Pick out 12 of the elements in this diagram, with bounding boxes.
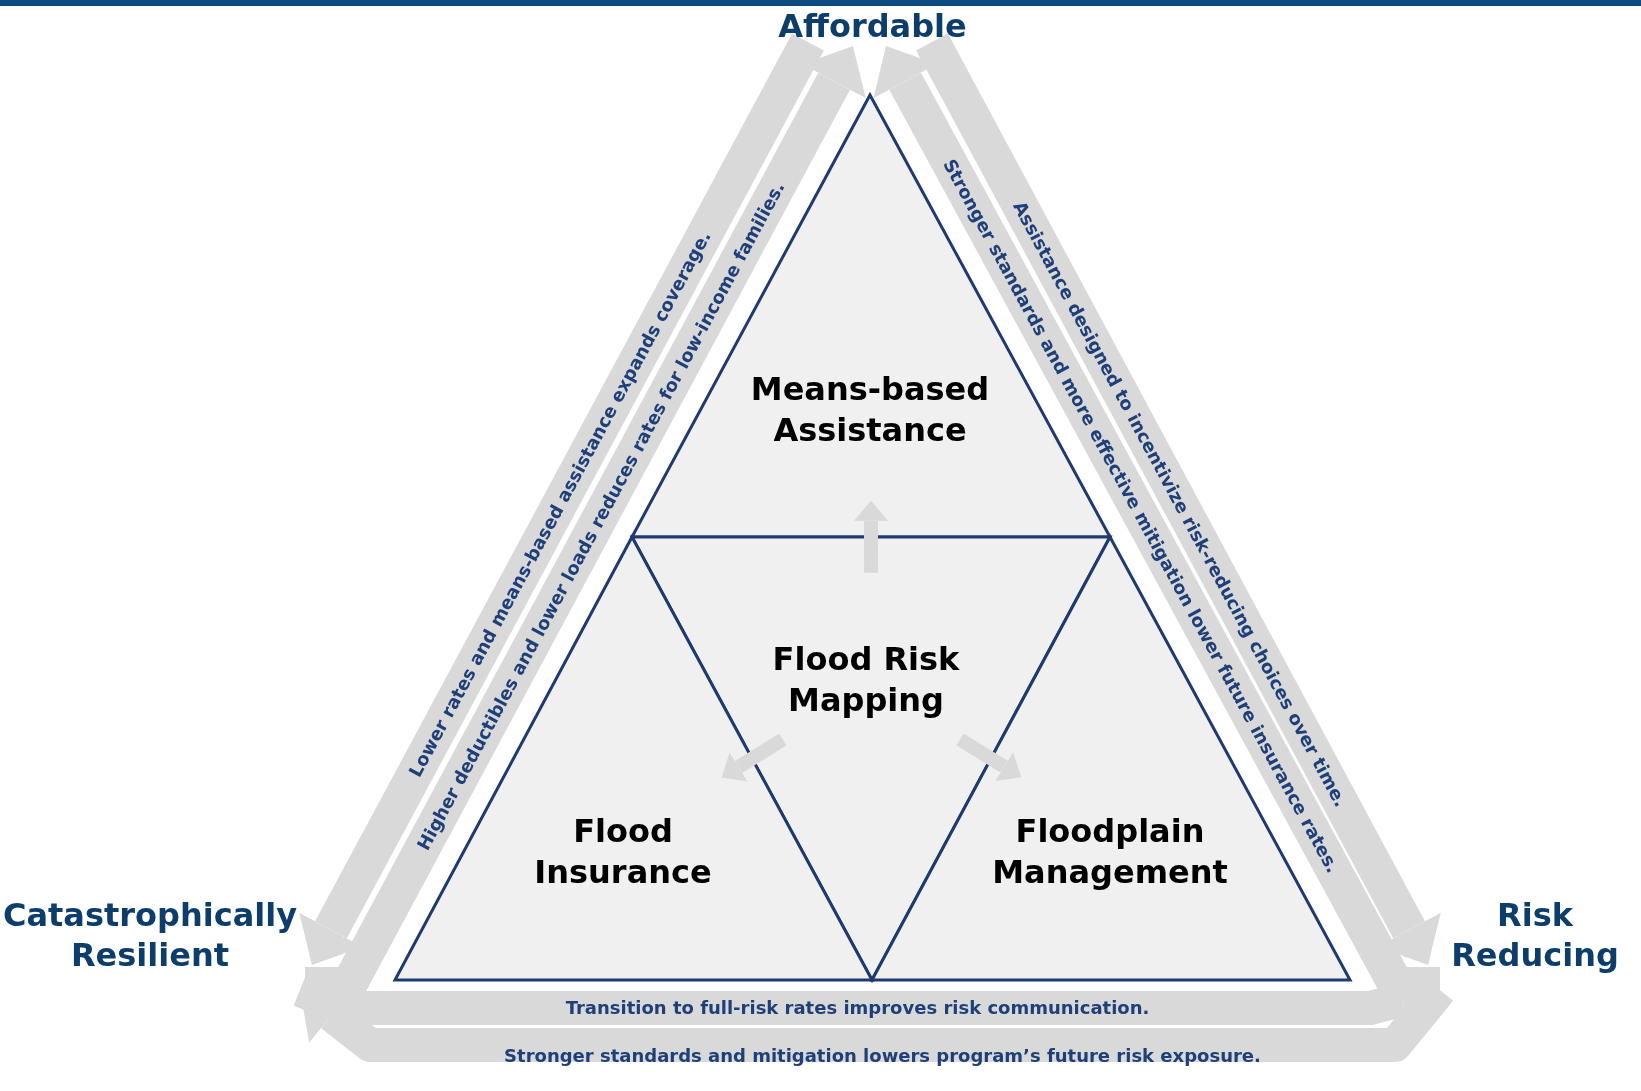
section-label: Means-based Assistance <box>749 369 991 451</box>
vertex-label: Affordable <box>760 6 985 46</box>
vertex-label: Catastrophically Resilient <box>0 895 300 975</box>
edge-label: Transition to full-risk rates improves risk communication. <box>564 997 1151 1019</box>
arrow <box>853 500 888 573</box>
section-label: Floodplain Management <box>991 811 1229 893</box>
arrow <box>956 733 1022 782</box>
vertex-label: Risk Reducing <box>1440 895 1630 975</box>
edge-label: Stronger standards and mitigation lowers program’s future risk exposure. <box>503 1045 1262 1067</box>
section-label: Flood Risk Mapping <box>771 639 961 721</box>
section-label: Flood Insurance <box>533 811 713 893</box>
arrow <box>721 733 787 782</box>
